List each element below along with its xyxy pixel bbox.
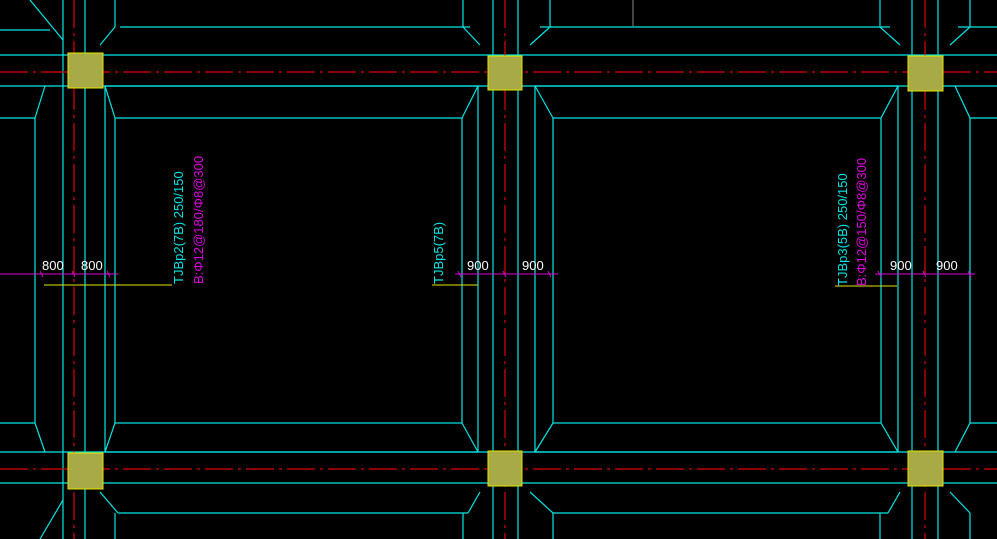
dimension-texts: 800 800 900 900 900 900 — [42, 258, 958, 273]
chamfer-top-4 — [529, 26, 551, 46]
dim-tick-8 — [922, 270, 927, 278]
column-top-middle[interactable] — [487, 55, 523, 91]
panel-left-chamfer-3 — [104, 422, 116, 453]
column-top-left[interactable] — [67, 52, 104, 89]
column-top-right[interactable] — [907, 55, 944, 92]
chamfer-bot-5 — [887, 491, 901, 514]
beam-labels: TJBp2(7B) 250/150 B:Φ12@180/Φ8@300 TJBp5… — [171, 156, 869, 286]
column-bottom-right[interactable] — [907, 450, 944, 487]
panel-right-chamfer-3 — [534, 422, 554, 453]
dim-tick-4 — [457, 270, 462, 278]
dim-text-right-b: 900 — [936, 258, 958, 273]
label-middle-type: TJBp5(7B) — [431, 222, 446, 284]
dim-tick-2 — [71, 270, 76, 278]
chamfer-bot-6 — [949, 491, 971, 514]
chamfer-top-3 — [462, 26, 481, 46]
chamfer-top-2 — [99, 26, 116, 46]
dim-text-mid-a: 900 — [467, 258, 489, 273]
dim-text-right-a: 900 — [890, 258, 912, 273]
panel-left-chamfer-2 — [461, 85, 479, 119]
leader-lines — [44, 284, 897, 287]
panel-right-inner — [552, 117, 882, 424]
panel-right-chamfer-4 — [880, 422, 899, 453]
dim-text-left-b: 800 — [81, 258, 103, 273]
dim-tick-3 — [106, 270, 111, 278]
dim-tick-5 — [502, 270, 507, 278]
dim-text-mid-b: 900 — [522, 258, 544, 273]
chamfer-top-6 — [949, 26, 971, 46]
label-left-rebar: B:Φ12@180/Φ8@300 — [191, 156, 206, 284]
panel-right-chamfer-2 — [880, 85, 899, 119]
dim-text-left-a: 800 — [42, 258, 64, 273]
dim-tick-6 — [547, 270, 552, 278]
label-right-rebar: B:Φ12@150/Φ8@300 — [854, 158, 869, 286]
dim-tick-1 — [39, 270, 44, 278]
panel-left-chamfer-1 — [104, 85, 116, 119]
dim-tick-9 — [967, 270, 972, 278]
columns — [67, 52, 944, 490]
chamfer-bot-1 — [39, 499, 64, 539]
chamfer-bot-3 — [467, 491, 481, 514]
label-right-type: TJBp3(5B) 250/150 — [835, 173, 850, 286]
label-left-type: TJBp2(7B) 250/150 — [171, 171, 186, 284]
chamfer-top-5 — [879, 26, 901, 46]
chamfer-top-1 — [29, 0, 64, 41]
panel-right-chamfer-1 — [534, 85, 554, 119]
column-bottom-middle[interactable] — [487, 450, 523, 487]
dimension-lines — [0, 270, 975, 278]
panel-left-inner — [114, 117, 463, 424]
panel-left-chamfer-4 — [461, 422, 479, 453]
dim-tick-7 — [877, 270, 882, 278]
chamfer-bot-2 — [99, 491, 119, 514]
chamfer-bot-4 — [529, 491, 554, 514]
column-bottom-left[interactable] — [67, 452, 104, 490]
